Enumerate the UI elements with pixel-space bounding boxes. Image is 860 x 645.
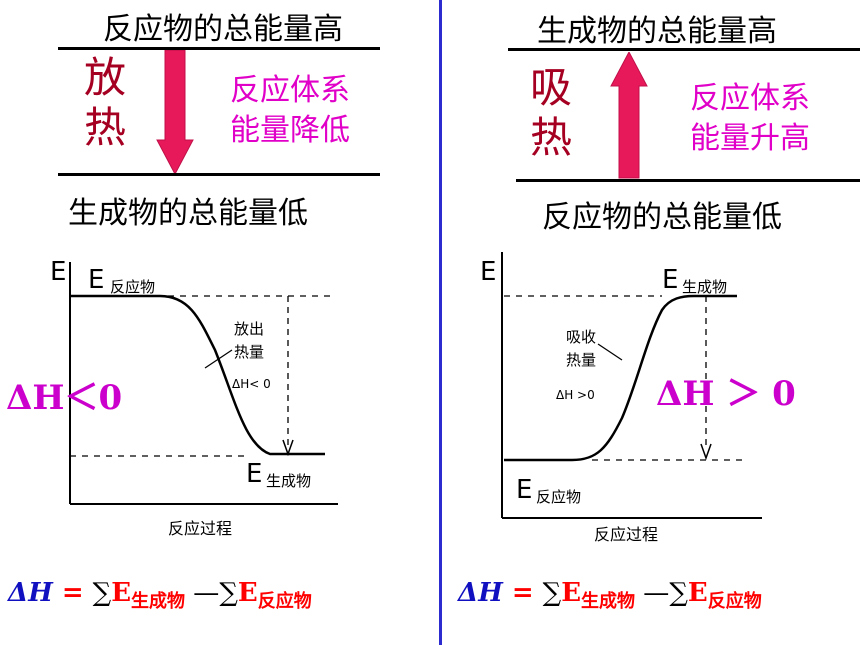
left-formula-dash: — [185, 578, 220, 608]
left-formula-h: H [28, 578, 53, 608]
right-note-pointer [597, 343, 623, 361]
left-upper-sub: 反应物 [110, 278, 155, 296]
right-formula-sigma-2: ∑ [669, 578, 688, 608]
left-note-pointer [204, 349, 233, 369]
left-formula-delta: Δ [8, 578, 29, 608]
right-lower-sub: 反应物 [536, 488, 581, 506]
left-energy-curve [70, 294, 325, 456]
left-upper-e: E [88, 265, 104, 295]
left-formula-sub1: 生成物 [131, 591, 186, 613]
right-bottom-label: 反应物的总能量低 [542, 200, 782, 235]
right-dh-text: ΔH ＞ 0 [656, 374, 796, 414]
left-note-line-2: 热量 [234, 343, 264, 361]
left-formula-sub2: 反应物 [257, 591, 312, 613]
right-formula-e2: E [687, 578, 708, 608]
right-formula-eq: = [502, 578, 543, 608]
left-lower-e: E [246, 459, 262, 489]
left-side-char-1: 放 [84, 53, 127, 102]
left-xlabel: 反应过程 [168, 519, 232, 538]
right-energy-graph: E E 生成物 吸收 热量 ΔH >0 E 反应物 反应过程 [480, 252, 762, 544]
right-note-line-1: 吸收 [566, 328, 596, 346]
right-note-line-2: 热量 [566, 351, 596, 369]
right-lower-e: E [516, 475, 532, 505]
left-side-char-2: 热 [84, 103, 127, 152]
left-desc-line-2: 能量降低 [230, 113, 350, 148]
up-arrow [610, 52, 648, 179]
right-formula-dash: — [635, 578, 670, 608]
left-top-line [58, 47, 380, 50]
right-formula-sigma-1: ∑ [542, 578, 562, 608]
down-arrow [156, 50, 194, 176]
right-formula-sub1: 生成物 [581, 591, 636, 613]
right-top-label: 生成物的总能量高 [537, 14, 777, 49]
right-axis-e: E [480, 257, 496, 287]
left-lower-sub: 生成物 [266, 472, 311, 490]
right-desc-line-1: 反应体系 [690, 81, 810, 116]
right-formula-h: H [478, 578, 503, 608]
left-note-line-1: 放出 [234, 320, 264, 338]
right-side-char-2: 热 [530, 113, 573, 162]
right-upper-sub: 生成物 [682, 278, 727, 296]
right-note-dh: ΔH >0 [556, 388, 595, 402]
right-formula-delta: Δ [458, 578, 479, 608]
right-side-char-1: 吸 [530, 63, 573, 112]
left-formula: ΔH = ∑E生成物 —∑E反应物 [8, 578, 312, 613]
left-bottom-label: 生成物的总能量低 [68, 196, 308, 231]
right-upper-e: E [662, 265, 678, 295]
right-xlabel: 反应过程 [594, 525, 658, 544]
right-formula-sub2: 反应物 [707, 591, 762, 613]
right-desc-line-2: 能量升高 [690, 121, 810, 156]
left-note-dh: ΔH< 0 [232, 377, 271, 391]
right-bottom-line [516, 179, 860, 182]
right-dh-arrowhead [700, 443, 712, 461]
left-formula-sigma-1: ∑ [92, 578, 112, 608]
center-divider [439, 0, 442, 645]
right-formula: ΔH = ∑E生成物 —∑E反应物 [458, 578, 762, 613]
left-formula-sigma-2: ∑ [219, 578, 238, 608]
right-formula-e1: E [561, 578, 582, 608]
right-energy-curve [504, 294, 737, 462]
left-bottom-line [58, 173, 380, 176]
left-formula-e2: E [237, 578, 258, 608]
left-formula-eq: = [52, 578, 93, 608]
left-top-label: 反应物的总能量高 [103, 12, 343, 47]
left-formula-e1: E [111, 578, 132, 608]
left-axis-e: E [50, 257, 66, 287]
right-top-line [508, 48, 860, 51]
left-dh-text: ΔH＜0 [6, 378, 123, 418]
left-energy-graph: E E 反应物 放出 热量 ΔH< 0 E 生成物 反应过程 [50, 257, 338, 538]
left-desc-line-1: 反应体系 [230, 73, 350, 108]
